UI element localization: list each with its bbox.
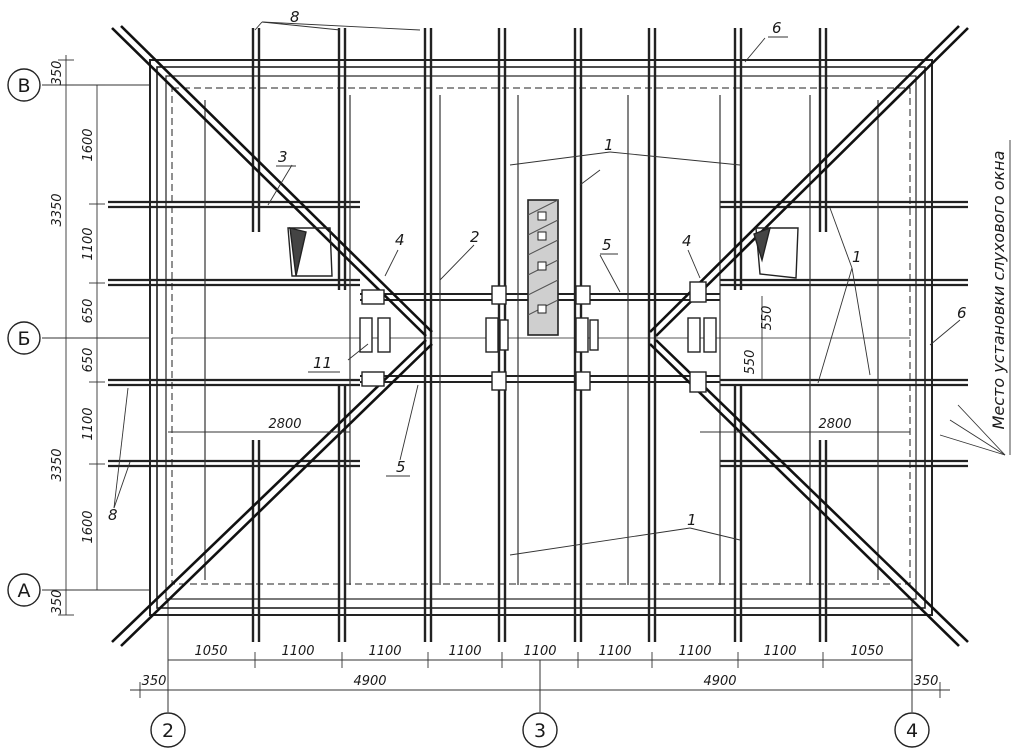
- hip-rafters: [111, 25, 969, 647]
- ridge-clamps: [359, 281, 717, 393]
- bottom-dimension-labels: 1050 1100 1100 1100 1100 1100 1100 1100 …: [142, 644, 939, 689]
- dim-top-overhang: 350: [50, 61, 65, 86]
- dim-bottom-9: 1050: [850, 644, 883, 659]
- axis-row-b: Б: [17, 328, 30, 350]
- dim-ridge-down: 550: [743, 350, 758, 375]
- callout-underlines: [276, 36, 788, 477]
- callout-1-right: 1: [852, 248, 862, 266]
- col-axis-bubbles: 2 3 4: [150, 712, 930, 748]
- dim-half-right: 4900: [703, 674, 736, 689]
- horizontal-poles: [108, 200, 968, 468]
- inner-dimension-labels: 2800 2800 550 550: [268, 306, 851, 432]
- dormer-window-openings: [287, 226, 799, 279]
- dim-bottom-overhang: 350: [50, 590, 65, 615]
- dim-half-top: 3350: [50, 193, 65, 226]
- callout-leaders: [113, 21, 1006, 556]
- dim-bottom-1: 1050: [194, 644, 227, 659]
- note-dormer-window: Место установки слухового окна: [989, 151, 1008, 430]
- row-axis-bubbles: В Б А: [7, 68, 41, 607]
- callout-8-top: 8: [290, 8, 300, 26]
- axis-col-2: 2: [162, 720, 174, 742]
- callout-3: 3: [278, 148, 288, 166]
- dim-seg-2: 1100: [81, 227, 96, 260]
- left-dimension-labels: 350 1600 1100 650 650 1100 1600 3350 335…: [50, 61, 96, 615]
- dim-ridge-up: 550: [760, 306, 775, 331]
- dim-bottom-5: 1100: [523, 644, 556, 659]
- dim-bottom-4: 1100: [448, 644, 481, 659]
- callout-4-right: 4: [682, 232, 692, 250]
- dim-seg-6: 1600: [81, 510, 96, 543]
- callout-6-right: 6: [957, 304, 967, 322]
- callout-6-top: 6: [772, 19, 782, 37]
- dim-half-bottom: 3350: [50, 448, 65, 481]
- dim-left-overhang: 350: [142, 674, 167, 689]
- dim-half-left: 4900: [353, 674, 386, 689]
- callout-labels: 8 6 1 3 4 2 5 4 1 6 11 5 1 8: [108, 8, 967, 529]
- callout-5-top: 5: [602, 236, 612, 254]
- callout-5-bottom: 5: [396, 458, 406, 476]
- dim-bottom-2: 1100: [281, 644, 314, 659]
- axis-row-v: В: [17, 75, 30, 97]
- callout-1-bottom: 1: [687, 511, 697, 529]
- axis-col-3: 3: [534, 720, 546, 742]
- dim-bottom-6: 1100: [598, 644, 631, 659]
- callout-4-left: 4: [395, 231, 405, 249]
- inner-studs: [204, 95, 879, 585]
- axis-row-a: А: [18, 580, 31, 602]
- left-dimension-lines: [58, 55, 105, 616]
- axis-col-4: 4: [906, 720, 918, 742]
- callout-2: 2: [470, 228, 480, 246]
- dim-seg-1: 1600: [81, 128, 96, 161]
- dim-span-right: 2800: [818, 417, 851, 432]
- dim-bottom-3: 1100: [368, 644, 401, 659]
- dim-seg-4: 650: [81, 348, 96, 373]
- callout-11: 11: [313, 354, 332, 372]
- chimney: [527, 199, 559, 336]
- dim-seg-5: 1100: [81, 407, 96, 440]
- callout-1-top: 1: [604, 136, 614, 154]
- perimeter-beams: [149, 59, 933, 616]
- bottom-dimension-lines: [130, 652, 950, 698]
- dim-bottom-8: 1100: [763, 644, 796, 659]
- callout-8-left: 8: [108, 506, 118, 524]
- dormer-note: Место установки слухового окна: [989, 140, 1011, 455]
- dim-seg-3: 650: [81, 299, 96, 324]
- dim-bottom-7: 1100: [678, 644, 711, 659]
- inner-dimension-lines: [168, 296, 910, 433]
- dim-right-overhang: 350: [914, 674, 939, 689]
- dim-span-left: 2800: [268, 417, 301, 432]
